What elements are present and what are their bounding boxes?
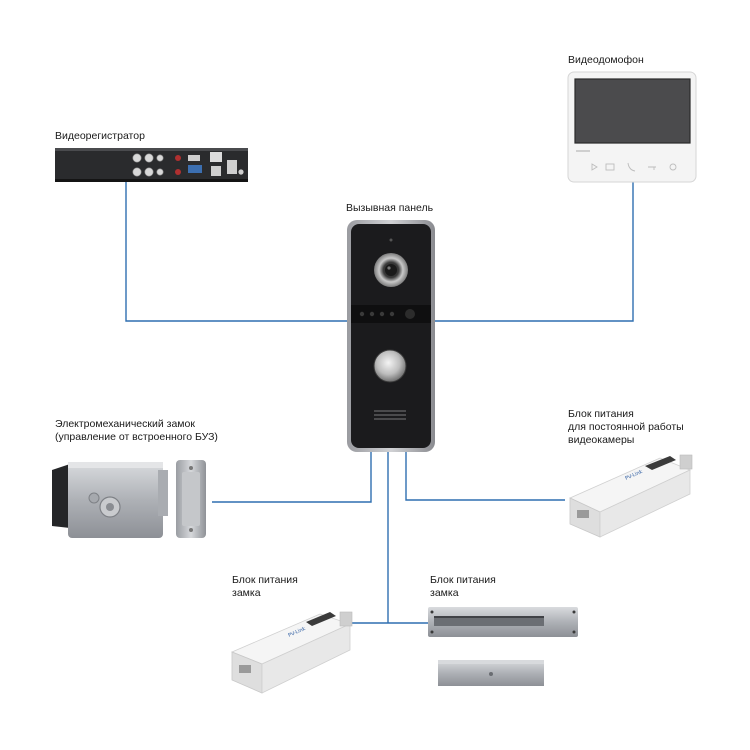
play-icon (591, 163, 598, 171)
label-camera-psu-line3: видеокамеры (568, 434, 635, 446)
usb-ports-icon (211, 166, 221, 176)
label-panel-text: Вызывная панель (346, 202, 434, 214)
key-icon (648, 166, 656, 170)
label-panel: Вызывная панель (346, 202, 433, 215)
label-lock-psu-right: Блок питания замка (430, 574, 496, 600)
label-lock-psu-right-line1: Блок питания (430, 574, 496, 586)
monitor-device (567, 71, 697, 183)
wire-dvr-to-panel (125, 182, 350, 322)
camera-psu-device (569, 454, 693, 538)
call-panel-device (347, 220, 435, 452)
monitor-touch-buttons (591, 162, 677, 172)
label-lock-psu-left-line2: замка (232, 587, 261, 599)
monitor-screen (575, 79, 690, 143)
lan-port-icon (210, 152, 222, 162)
label-dvr-text: Видеорегистратор (55, 130, 145, 142)
label-camera-psu: Блок питания для постоянной работы видео… (568, 408, 684, 447)
label-dvr: Видеорегистратор (55, 130, 145, 143)
label-monitor: Видеодомофон (568, 54, 644, 67)
label-lock-psu-left: Блок питания замка (232, 574, 298, 600)
electromechanical-lock (52, 460, 206, 538)
label-lock-psu-left-line1: Блок питания (232, 574, 298, 586)
camera-icon (605, 163, 615, 171)
call-button-icon (374, 350, 406, 382)
wire-panel-to-em-lock (212, 451, 372, 503)
phone-icon (627, 162, 636, 172)
wire-panel-to-camera-psu (405, 451, 565, 501)
label-lock-psu-right-line2: замка (430, 587, 459, 599)
label-camera-psu-line2: для постоянной работы (568, 421, 684, 433)
wire-monitor-to-panel (430, 182, 634, 322)
vga-port-icon (188, 165, 202, 173)
label-em-lock-line2: (управление от встроенного БУЗ) (55, 431, 218, 443)
bnc-connectors-icon (132, 153, 164, 177)
wires (125, 182, 634, 624)
lock-psu-left-device (230, 611, 353, 694)
hdmi-port-icon (188, 155, 200, 161)
speaker-grille (374, 410, 406, 420)
label-monitor-text: Видеодомофон (568, 54, 644, 66)
magnetic-lock-device (428, 607, 578, 686)
label-em-lock-line1: Электромеханический замок (55, 418, 195, 430)
dvr-device (55, 148, 248, 182)
label-em-lock: Электромеханический замок (управление от… (55, 418, 218, 444)
label-camera-psu-line1: Блок питания (568, 408, 634, 420)
power-icon (669, 163, 677, 171)
